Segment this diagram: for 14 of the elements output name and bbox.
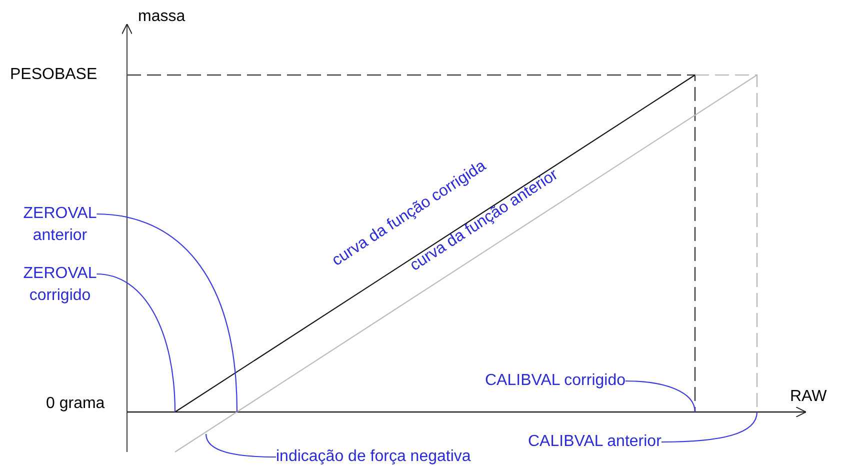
callout-text: CALIBVAL anterior [528,431,662,453]
leader-line [96,273,176,412]
axis-label: massa [138,7,186,27]
callout-text: CALIBVAL corrigido [485,370,626,392]
leader-line [626,380,696,412]
value-label: 0 grama [46,394,105,414]
callout-text: ZEROVAL anterior [10,203,110,247]
leader-line [205,434,276,458]
leader-line [96,213,238,412]
value-label: PESOBASE [10,65,98,85]
callout-text: ZEROVAL corrigido [10,263,110,307]
leader-line [661,412,758,443]
axis-label: RAW [790,387,827,407]
callout-text: indicação de força negativa [276,446,516,466]
